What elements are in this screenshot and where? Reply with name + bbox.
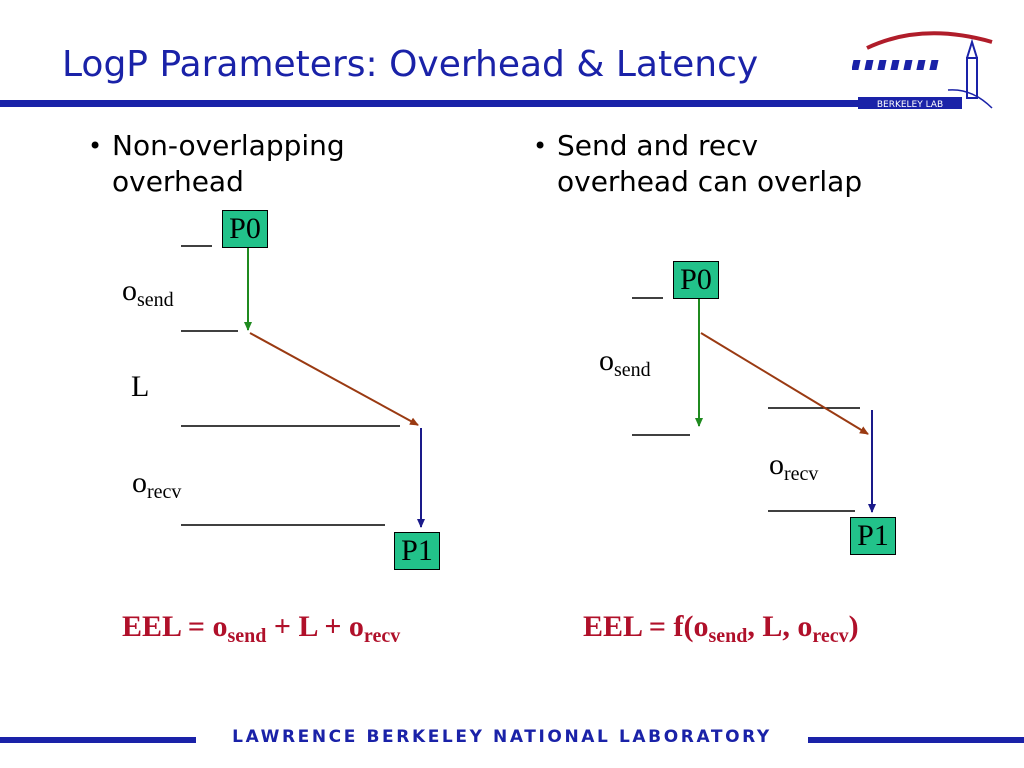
- slide-title: LogP Parameters: Overhead & Latency: [62, 44, 759, 85]
- berkeley-lab-logo-graphic: BERKELEY LAB: [851, 31, 993, 110]
- right-message-arrow: [700, 332, 869, 435]
- right-bullet-line2: overhead can overlap: [557, 165, 863, 198]
- footer-rule-left: [0, 737, 196, 743]
- left-bullet: • Non-overlapping overhead: [88, 128, 345, 200]
- berkeley-lab-logo: BERKELEY LAB: [851, 20, 997, 112]
- left-latency-label: L: [131, 370, 150, 403]
- logo-text: BERKELEY LAB: [877, 100, 943, 110]
- left-bullet-line2: overhead: [112, 165, 244, 198]
- right-bullet: • Send and recv overhead can overlap: [533, 128, 863, 200]
- title-rule: [0, 100, 858, 107]
- left-message-arrow: [249, 332, 419, 426]
- right-p0-box: P0: [673, 261, 719, 299]
- footer-rule-right: [808, 737, 1024, 743]
- bullet-dot: •: [88, 132, 103, 160]
- left-eel-formula: EEL = osend + L + orecv: [122, 610, 401, 647]
- left-p0-box: P0: [222, 210, 268, 248]
- bullet-dot: •: [533, 132, 548, 160]
- footer-text: LAWRENCE BERKELEY NATIONAL LABORATORY: [232, 727, 772, 747]
- right-eel-formula: EEL = f(osend, L, orecv): [583, 610, 859, 647]
- right-orecv-label: orecv: [769, 448, 819, 485]
- right-p1-box: P1: [850, 517, 896, 555]
- left-p1-box: P1: [394, 532, 440, 570]
- left-bullet-line1: Non-overlapping: [112, 129, 345, 162]
- left-osend-label: osend: [122, 274, 174, 311]
- right-bullet-line1: Send and recv: [557, 129, 759, 162]
- right-osend-label: osend: [599, 344, 651, 381]
- left-orecv-label: orecv: [132, 466, 182, 503]
